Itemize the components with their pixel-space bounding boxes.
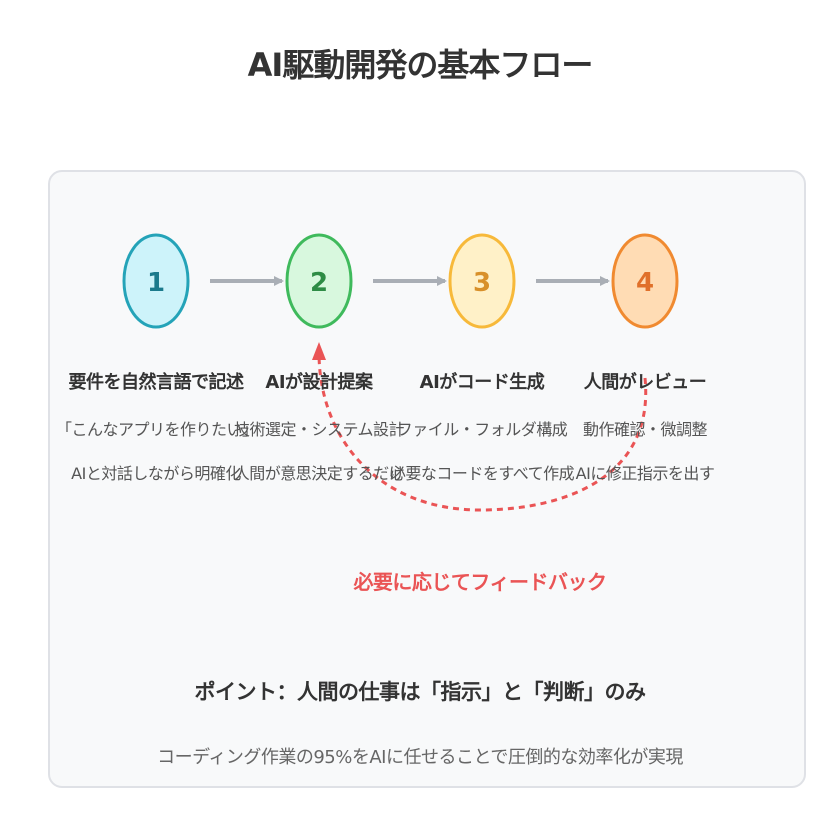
feedback-arrow	[317, 349, 648, 512]
step-1-node: 1	[122, 233, 190, 329]
step-3-desc-2: 必要なコードをすべて作成	[389, 464, 575, 483]
step-2-desc-2: 人間が意思決定するだけ	[233, 464, 405, 483]
step-4-desc-2: AIに修正指示を出す	[575, 464, 715, 483]
feedback-arrowhead	[312, 342, 326, 360]
step-4-desc-1: 動作確認・微調整	[582, 420, 708, 439]
step-1-label: 要件を自然言語で記述	[68, 372, 245, 393]
step-2-circle	[285, 233, 353, 329]
step-3-circle	[448, 233, 516, 329]
step-2-number: 2	[310, 268, 328, 298]
step-4-circle	[611, 233, 679, 329]
page-title: AI駆動開発の基本フロー	[247, 46, 594, 84]
step-3-label: AIがコード生成	[419, 372, 545, 393]
step-1-desc-2: AIと対話しながら明確化	[71, 464, 241, 483]
step-2-desc-1: 技術選定・システム設計	[233, 420, 405, 439]
key-point: ポイント：人間の仕事は「指示」と「判断」のみ	[194, 680, 647, 704]
step-4-number: 4	[636, 268, 654, 298]
step-1-desc-1: 「こんなアプリを作りたい」	[56, 420, 258, 439]
step-2-node: 2	[285, 233, 353, 329]
step-1-circle	[122, 233, 190, 329]
summary-text: コーディング作業の95%をAIに任せることで圧倒的な効率化が実現	[157, 747, 683, 768]
feedback-label: 必要に応じてフィードバック	[353, 570, 607, 594]
step-2-label: AIが設計提案	[265, 372, 373, 393]
step-1-number: 1	[147, 268, 165, 298]
step-3-number: 3	[473, 268, 491, 298]
step-3-desc-1: ファイル・フォルダ構成	[396, 420, 568, 439]
step-3-node: 3	[448, 233, 516, 329]
step-4-node: 4	[611, 233, 679, 329]
step-4-label: 人間がレビュー	[583, 372, 707, 393]
